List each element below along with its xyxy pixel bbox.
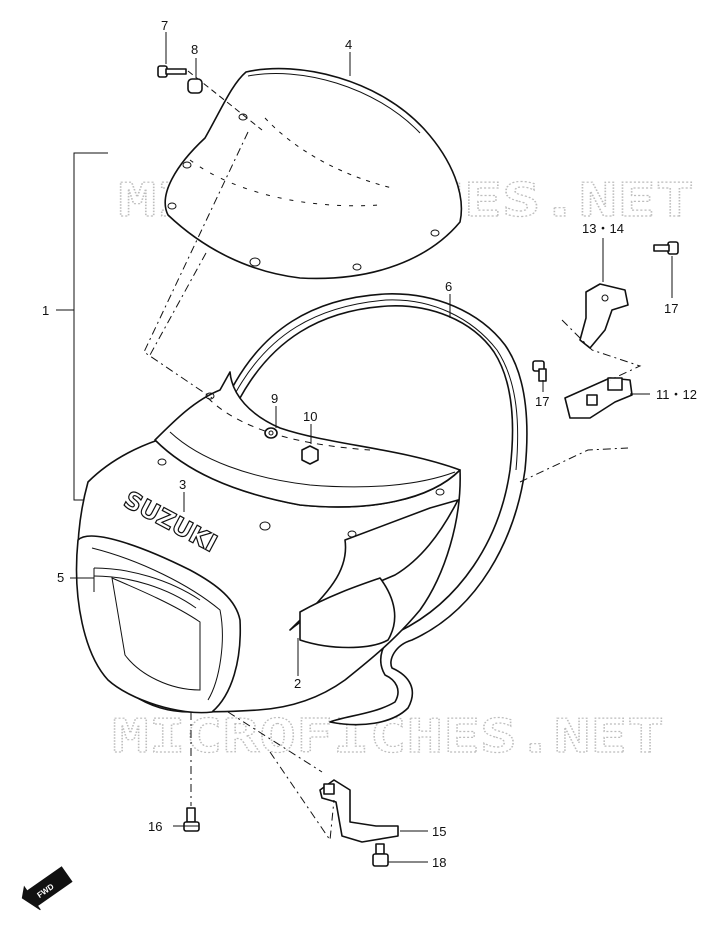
leader-lines [70, 32, 673, 863]
bracket-13-14 [579, 283, 629, 349]
callout-9: 9 [271, 391, 278, 406]
bolt-16 [183, 807, 200, 832]
callout-3: 3 [179, 477, 186, 492]
bracket-15 [319, 779, 399, 843]
callout-6: 6 [445, 279, 452, 294]
callout-15: 15 [432, 824, 446, 839]
fwd-arrow-icon: FWD [21, 866, 73, 911]
callout-13-14: 13・14 [582, 221, 624, 236]
callout-11-12: 11・12 [656, 387, 697, 402]
callout-5: 5 [57, 570, 64, 585]
trim-edging [229, 293, 528, 726]
bolt-18 [372, 843, 389, 867]
callout-18: 18 [432, 855, 446, 870]
callout-1: 1 [42, 303, 49, 318]
grommet-8 [187, 78, 203, 94]
nut-10 [301, 445, 319, 465]
callout-7: 7 [161, 18, 168, 33]
bolt-17-upper [653, 241, 679, 255]
callout-16: 16 [148, 819, 162, 834]
headlight-cowl: SUZUKI [75, 371, 461, 714]
windscreen [164, 67, 463, 280]
inner-trim-5 [93, 567, 201, 609]
callout-17-upper: 17 [664, 301, 678, 316]
callout-8: 8 [191, 42, 198, 57]
callout-17-lower: 17 [535, 394, 549, 409]
callout-labels: 7 8 4 1 6 9 10 3 5 2 13・14 17 17 11・12 1… [42, 18, 697, 870]
washer-9 [264, 427, 278, 439]
clamp-11-12 [564, 377, 633, 419]
callout-2: 2 [294, 676, 301, 691]
assembly-bracket [56, 152, 108, 501]
bolt-17-lower [532, 360, 547, 382]
callout-10: 10 [303, 409, 317, 424]
callout-4: 4 [345, 37, 352, 52]
